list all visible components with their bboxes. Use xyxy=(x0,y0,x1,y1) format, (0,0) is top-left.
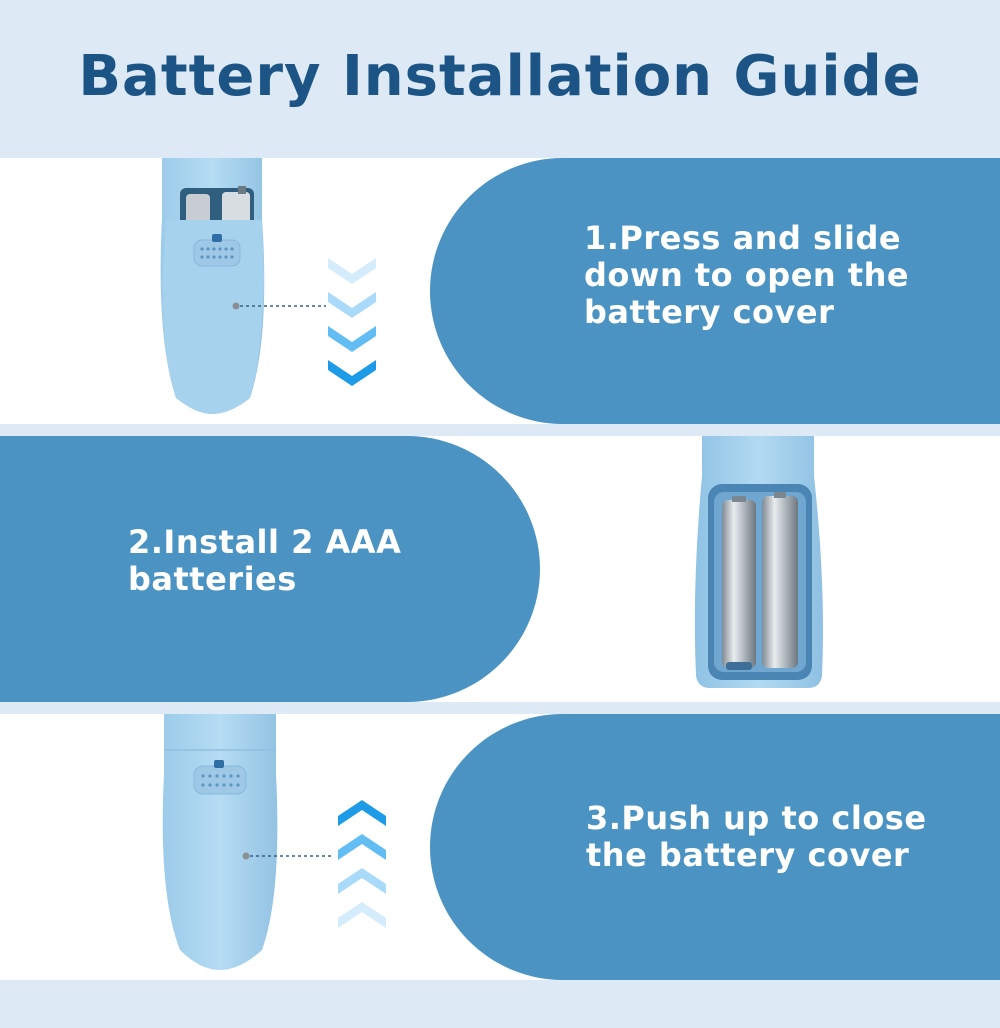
step-3-text: 3.Push up to close the battery cover xyxy=(586,799,927,874)
chevrons-up-icon xyxy=(338,800,386,928)
step-2-pill xyxy=(0,436,540,702)
page-title: Battery Installation Guide xyxy=(78,44,922,109)
chevrons-down-icon xyxy=(328,258,376,386)
step-3-pill xyxy=(430,714,1000,980)
step-1-text: 1.Press and slide down to open the batte… xyxy=(584,219,910,331)
step-2-panel: 2.Install 2 AAA batteries xyxy=(0,436,1000,702)
device-open-cover-illustration xyxy=(160,158,326,414)
step-2-text: 2.Install 2 AAA batteries xyxy=(128,523,402,598)
device-batteries-illustration xyxy=(694,436,823,688)
step-1-panel: 1.Press and slide down to open the batte… xyxy=(0,158,1000,424)
device-closed-cover-illustration xyxy=(162,714,334,970)
step-3-panel: 3.Push up to close the battery cover xyxy=(0,714,1000,980)
step-1-pill xyxy=(430,158,1000,424)
